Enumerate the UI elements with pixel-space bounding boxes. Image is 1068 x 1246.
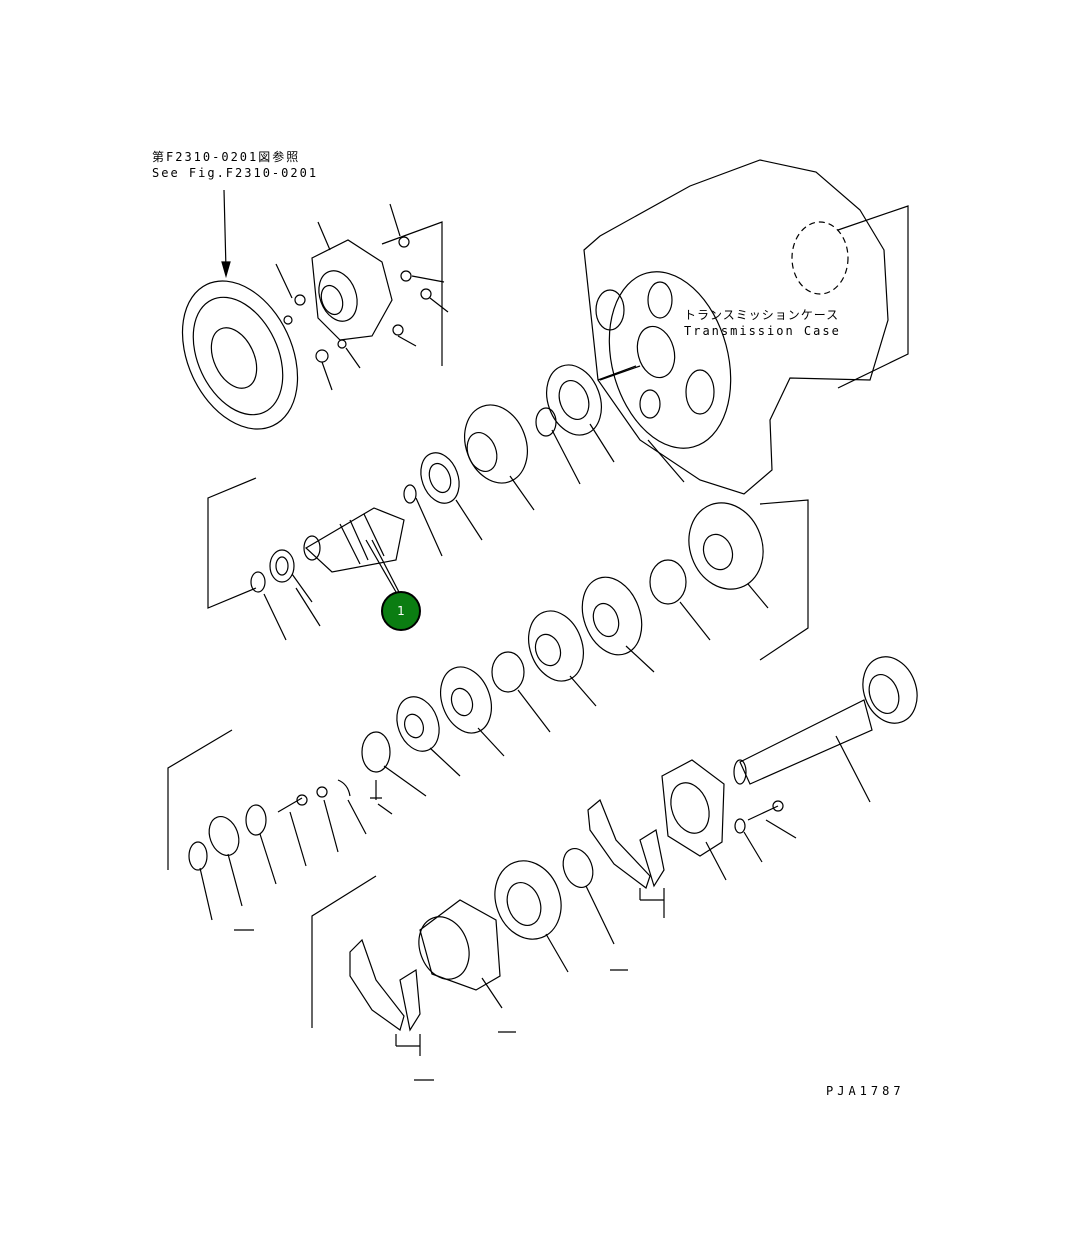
small-parts-group [168, 730, 392, 930]
upper-shaft-group [208, 357, 684, 640]
reference-note-english: See Fig.F2310-0201 [152, 166, 319, 180]
figure-id: PJA1787 [826, 1084, 905, 1098]
flywheel-disc [160, 262, 320, 447]
pump-flange-assembly [276, 204, 448, 390]
output-shaft [734, 649, 926, 802]
callout-leader [366, 540, 396, 592]
case-label-japanese: トランスミッションケース [684, 308, 840, 322]
callout-part-1[interactable]: 1 [381, 591, 421, 631]
reference-note-japanese: 第F2310-0201図参照 [152, 150, 301, 164]
middle-gear-group [362, 492, 808, 796]
callout-part-1-label: 1 [397, 604, 405, 618]
housing-group [312, 760, 796, 1080]
reference-arrow [222, 190, 230, 276]
transmission-case [584, 160, 908, 494]
case-label-english: Transmission Case [684, 324, 841, 338]
